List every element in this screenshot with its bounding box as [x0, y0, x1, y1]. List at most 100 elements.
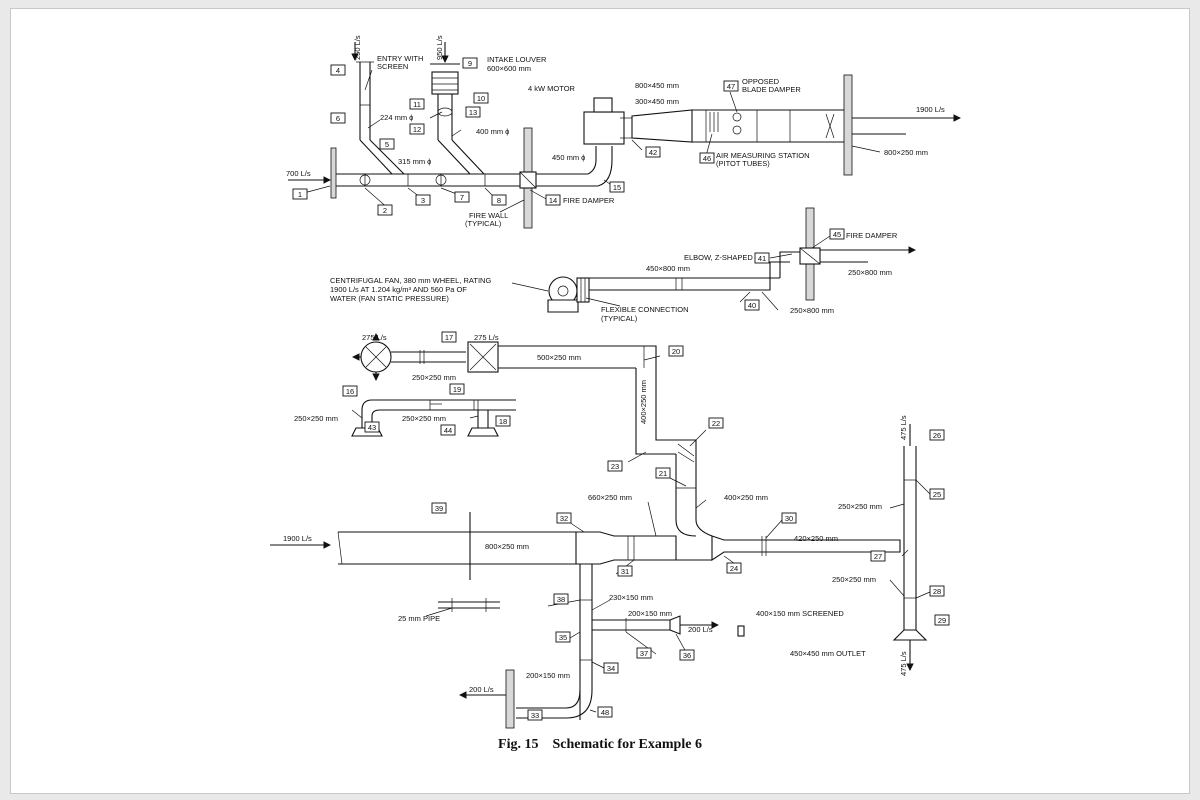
svg-text:14: 14 [549, 196, 557, 205]
motor-label: 4 kW MOTOR [528, 84, 576, 93]
duct-315-label: 315 mm ϕ [398, 157, 431, 166]
component-tag: 44 [440, 424, 456, 436]
svg-text:23: 23 [611, 462, 619, 471]
component-tag: 9 [462, 57, 478, 69]
component-tag: 17 [441, 331, 457, 343]
component-tag: 7 [454, 191, 470, 203]
component-tag: 4 [330, 64, 346, 76]
svg-text:45: 45 [833, 230, 841, 239]
component-tag: 3 [415, 194, 431, 206]
component-tag: 40 [744, 299, 760, 311]
component-tag: 29 [934, 614, 950, 626]
svg-text:36: 36 [683, 651, 691, 660]
fire-wall-label-1: FIRE WALL [469, 211, 508, 220]
svg-text:3: 3 [421, 196, 425, 205]
flow-700-label: 700 L/s [286, 169, 311, 178]
svg-text:10: 10 [477, 94, 485, 103]
pipe-25-label: 25 mm PIPE [398, 614, 440, 623]
duct-300x450-label: 300×450 mm [635, 97, 679, 106]
component-tag: 16 [342, 385, 358, 397]
component-tag: 12 [409, 123, 425, 135]
opposed-damper-label-1: OPPOSED [742, 77, 780, 86]
flexible-connection-label-2: (TYPICAL) [601, 314, 638, 323]
svg-text:13: 13 [469, 108, 477, 117]
flow-275-b-label: 275 L/s [474, 333, 499, 342]
svg-text:22: 22 [712, 419, 720, 428]
component-tag: 27 [870, 550, 886, 562]
component-tag: 24 [726, 562, 742, 574]
duct-500x250-label: 500×250 mm [537, 353, 581, 362]
duct-800x250-top-label: 800×250 mm [884, 148, 928, 157]
svg-text:4: 4 [336, 66, 340, 75]
svg-text:27: 27 [874, 552, 882, 561]
component-tag: 41 [754, 252, 770, 264]
svg-text:16: 16 [346, 387, 354, 396]
svg-text:20: 20 [672, 347, 680, 356]
svg-text:6: 6 [336, 114, 340, 123]
screened-label: 400×150 mm SCREENED [756, 609, 844, 618]
flow-1900-out-label: 1900 L/s [916, 105, 945, 114]
component-tag: 6 [330, 112, 346, 124]
svg-text:43: 43 [368, 423, 376, 432]
flow-950-label: 950 L/s [435, 35, 444, 60]
component-tag: 42 [645, 146, 661, 158]
svg-text:34: 34 [607, 664, 615, 673]
duct-250x250-d-label: 250×250 mm [838, 502, 882, 511]
fire-wall-label-2: (TYPICAL) [465, 219, 502, 228]
svg-text:30: 30 [785, 514, 793, 523]
duct-400x250-v-label: 400×250 mm [639, 380, 648, 424]
outlet-label: 450×450 mm OUTLET [790, 649, 866, 658]
component-tag: 37 [636, 647, 652, 659]
flow-250-label: 250 L/s [353, 35, 362, 60]
fire-damper-45-label: FIRE DAMPER [846, 231, 898, 240]
component-tag: 26 [929, 429, 945, 441]
fire-damper-label: FIRE DAMPER [563, 196, 615, 205]
text-labels: 250 L/s 950 L/s ENTRY WITH SCREEN INTAKE… [283, 35, 945, 694]
opposed-damper-label-2: BLADE DAMPER [742, 85, 801, 94]
flow-275-a-label: 275 L/s [362, 333, 387, 342]
component-tag: 14 [545, 194, 561, 206]
component-tag: 11 [409, 98, 425, 110]
duct-250x250-e-label: 250×250 mm [832, 575, 876, 584]
svg-text:2: 2 [383, 206, 387, 215]
duct-660x250-label: 660×250 mm [588, 493, 632, 502]
elbow-z-label: ELBOW, Z-SHAPED [684, 253, 753, 262]
svg-text:35: 35 [559, 633, 567, 642]
svg-text:9: 9 [468, 59, 472, 68]
component-tag: 47 [723, 80, 739, 92]
entry-screen-label-1: ENTRY WITH [377, 54, 423, 63]
svg-text:40: 40 [748, 301, 756, 310]
duct-250x800-a-label: 250×800 mm [848, 268, 892, 277]
svg-text:47: 47 [727, 82, 735, 91]
component-tag: 18 [495, 415, 511, 427]
component-tag: 25 [929, 488, 945, 500]
svg-text:39: 39 [435, 504, 443, 513]
svg-text:8: 8 [497, 196, 501, 205]
svg-text:28: 28 [933, 587, 941, 596]
air-measuring-label-2: (PITOT TUBES) [716, 159, 770, 168]
component-tag: 43 [364, 421, 380, 433]
svg-text:46: 46 [703, 154, 711, 163]
duct-250x250-a-label: 250×250 mm [412, 373, 456, 382]
svg-text:25: 25 [933, 490, 941, 499]
svg-text:12: 12 [413, 125, 421, 134]
component-tag: 15 [609, 181, 625, 193]
svg-text:42: 42 [649, 148, 657, 157]
duct-800x250-label: 800×250 mm [485, 542, 529, 551]
component-tag: 20 [668, 345, 684, 357]
figure-title: Schematic for Example 6 [552, 737, 702, 752]
component-tag: 28 [929, 585, 945, 597]
duct-230x150-label: 230×150 mm [609, 593, 653, 602]
intake-louver-label-1: INTAKE LOUVER [487, 55, 547, 64]
duct-250x800-b-label: 250×800 mm [790, 306, 834, 315]
component-tag: 23 [607, 460, 623, 472]
component-tag: 21 [655, 467, 671, 479]
duct-420x250-label: 420×250 mm [794, 534, 838, 543]
duct-800x450-label: 800×450 mm [635, 81, 679, 90]
component-tag: 34 [603, 662, 619, 674]
component-tags: 1 2 3 4 5 6 7 8 9 10 11 12 13 14 15 17 1… [292, 57, 950, 721]
svg-text:11: 11 [413, 100, 421, 109]
component-tag: 8 [491, 194, 507, 206]
